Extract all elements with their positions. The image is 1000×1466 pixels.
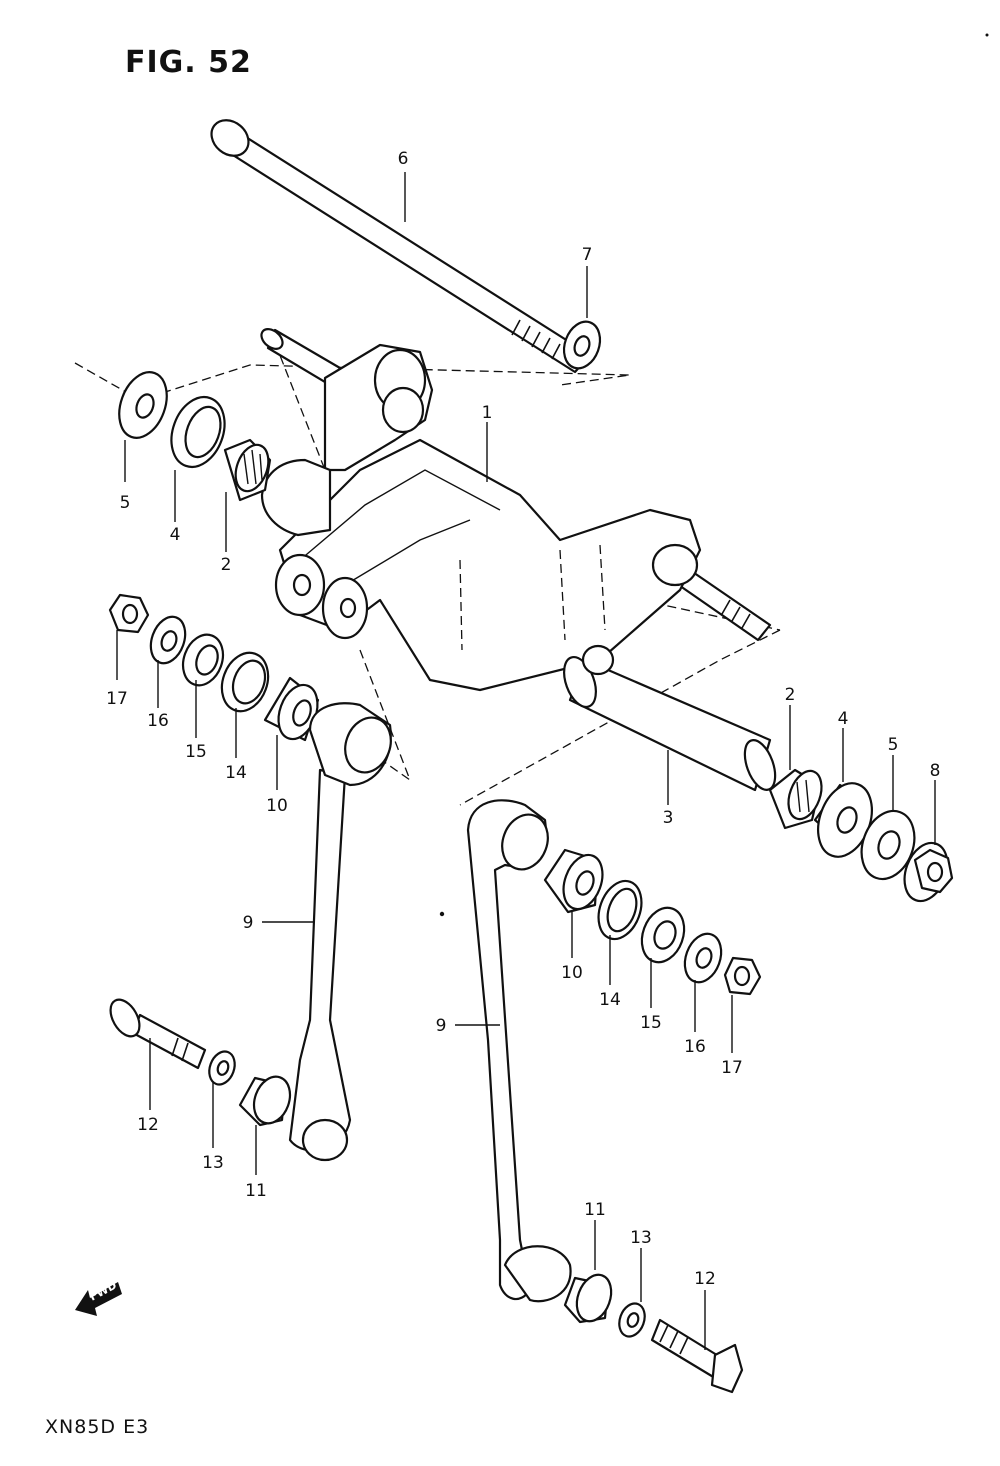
callout-9-left: 9 xyxy=(243,913,254,933)
part-2-bearing-left xyxy=(223,438,272,502)
stray-mark xyxy=(439,911,445,917)
leader-lines xyxy=(116,172,936,1350)
callout-6: 6 xyxy=(398,149,409,169)
part-12-bolt-left xyxy=(109,998,207,1070)
part-3-pipe xyxy=(563,644,777,792)
part-14-washer-left xyxy=(220,651,270,713)
callout-11-left: 11 xyxy=(245,1181,267,1201)
part-7-washer xyxy=(562,320,602,370)
callout-8: 8 xyxy=(930,761,941,781)
part-8-flange-nut xyxy=(903,841,954,903)
part-2-bearing-right xyxy=(768,768,823,830)
part-4-oil-seal-right xyxy=(813,782,873,858)
callout-17: 17 xyxy=(106,689,128,709)
part-16-washer-right xyxy=(683,932,723,984)
callout-5-right: 5 xyxy=(888,735,899,755)
callout-16-right: 16 xyxy=(684,1037,706,1057)
part-9-cushion-rod-right xyxy=(466,799,572,1303)
callout-12-right: 12 xyxy=(694,1269,716,1289)
part-13-washer-left-bottom xyxy=(208,1050,236,1086)
part-5-washer-right xyxy=(860,809,916,881)
callout-5: 5 xyxy=(120,493,131,513)
part-16-washer-left xyxy=(149,615,187,665)
callout-16: 16 xyxy=(147,711,169,731)
part-9-cushion-rod-left xyxy=(288,702,392,1162)
callout-4-right: 4 xyxy=(838,709,849,729)
forward-arrow-icon: FWD xyxy=(75,1279,122,1316)
callout-3: 3 xyxy=(663,808,674,828)
callout-10: 10 xyxy=(266,796,288,816)
callout-17-right: 17 xyxy=(721,1058,743,1078)
part-17-nut-left xyxy=(108,593,150,634)
part-6-long-bolt xyxy=(210,119,592,374)
callout-12-left: 12 xyxy=(137,1115,159,1135)
part-12-bolt-right xyxy=(650,1318,744,1394)
callout-15-right: 15 xyxy=(640,1013,662,1033)
callout-14: 14 xyxy=(225,763,247,783)
callout-7: 7 xyxy=(582,245,593,265)
callout-9-right: 9 xyxy=(436,1016,447,1036)
stray-mark xyxy=(985,33,989,37)
callout-11-right: 11 xyxy=(584,1200,606,1220)
part-15-collar-right xyxy=(640,906,686,964)
callout-15: 15 xyxy=(185,742,207,762)
callout-4: 4 xyxy=(170,525,181,545)
callout-13-left: 13 xyxy=(202,1153,224,1173)
part-10-bushing-right xyxy=(543,848,604,914)
part-15-collar-left xyxy=(181,633,225,687)
callout-10-right: 10 xyxy=(561,963,583,983)
figure-title: FIG. 52 xyxy=(125,45,252,80)
callout-13-right: 13 xyxy=(630,1228,652,1248)
part-13-washer-right-bottom xyxy=(618,1302,646,1338)
part-10-bushing-left xyxy=(263,676,320,742)
model-code: XN85D E3 xyxy=(45,1416,150,1438)
callout-1: 1 xyxy=(482,403,493,423)
callout-2-right: 2 xyxy=(785,685,796,705)
part-14-washer-right xyxy=(597,879,643,941)
part-4-oil-seal-left xyxy=(170,396,226,468)
part-11-bushing-left xyxy=(238,1075,292,1127)
callout-2: 2 xyxy=(221,555,232,575)
callout-labels: 6 7 1 5 4 2 17 16 15 14 10 3 2 4 5 8 9 1… xyxy=(106,149,940,1289)
callout-14-right: 14 xyxy=(599,990,621,1010)
part-5-washer-left xyxy=(118,371,168,439)
part-17-nut-right xyxy=(723,956,762,996)
part-11-bushing-right xyxy=(563,1273,613,1324)
part-1-cushion-lever xyxy=(260,328,772,692)
